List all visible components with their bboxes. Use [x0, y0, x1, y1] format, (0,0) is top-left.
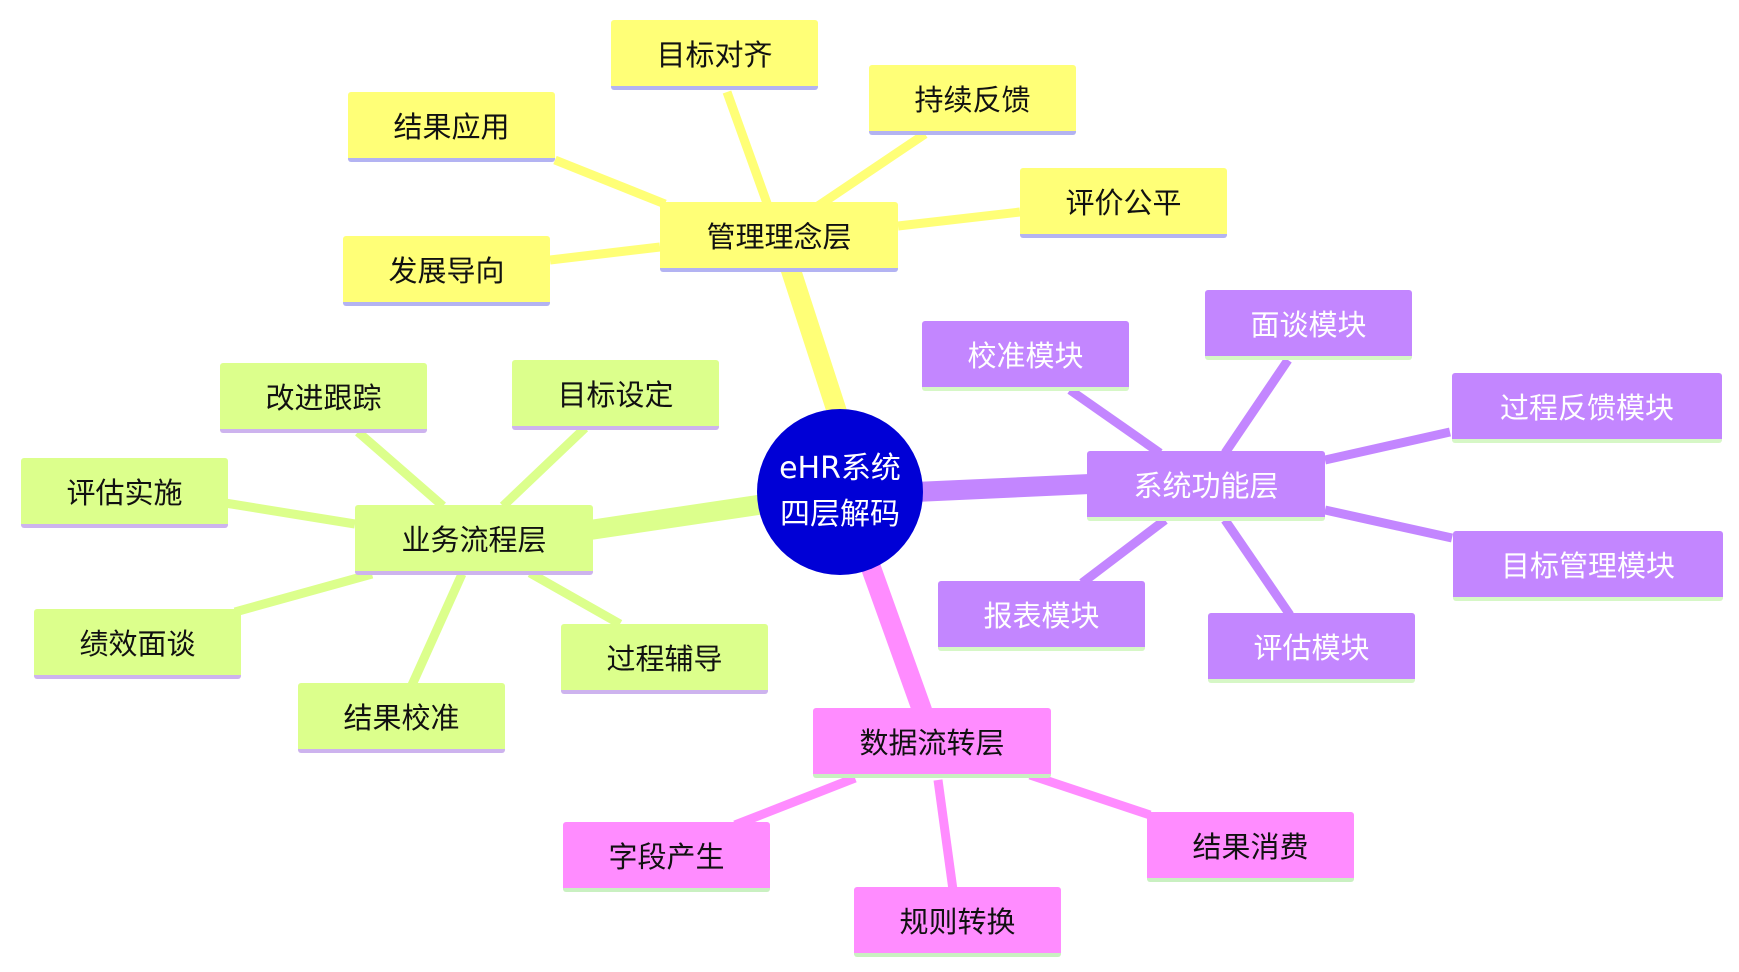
topic-process-coaching[interactable]: 过程辅导 [561, 624, 768, 694]
topic-report-module[interactable]: 报表模块 [938, 581, 1145, 651]
topic-process-feedback-module[interactable]: 过程反馈模块 [1452, 373, 1722, 443]
topic-rule-conversion[interactable]: 规则转换 [854, 887, 1061, 957]
central-topic[interactable]: eHR系统 四层解码 [757, 409, 923, 575]
link-process-feedback-module [1324, 427, 1451, 465]
topic-evaluation-implementation[interactable]: 评估实施 [21, 458, 228, 528]
trunk-system [905, 474, 1100, 502]
link-result-consumption [1028, 770, 1152, 820]
topic-improvement-tracking[interactable]: 改进跟踪 [220, 363, 427, 433]
topic-fair-evaluation[interactable]: 评价公平 [1020, 168, 1227, 238]
link-evaluation-implementation [224, 498, 356, 529]
link-performance-interview [233, 569, 374, 617]
link-process-coaching [527, 569, 623, 628]
topic-goal-management-module[interactable]: 目标管理模块 [1453, 531, 1723, 601]
trunk-management [776, 245, 848, 425]
topic-result-application[interactable]: 结果应用 [348, 92, 555, 162]
branch-system[interactable]: 系统功能层 [1087, 451, 1325, 521]
link-goal-alignment [722, 90, 773, 208]
link-result-calibration [407, 572, 467, 687]
link-continuous-feedback [815, 130, 928, 210]
topic-development-orientation[interactable]: 发展导向 [343, 236, 550, 306]
branch-management[interactable]: 管理理念层 [660, 202, 898, 272]
link-development-orientation [549, 242, 661, 265]
link-goal-setting [499, 424, 589, 510]
topic-result-calibration[interactable]: 结果校准 [298, 683, 505, 753]
central-topic-line2: 四层解码 [780, 497, 900, 532]
link-goal-management-module [1324, 505, 1453, 543]
topic-result-consumption[interactable]: 结果消费 [1147, 812, 1354, 882]
link-calibration-module [1067, 386, 1163, 457]
branch-business[interactable]: 业务流程层 [355, 505, 593, 575]
trunk-dataflow [860, 555, 932, 720]
topic-interview-module[interactable]: 面谈模块 [1205, 290, 1412, 360]
topic-goal-setting[interactable]: 目标设定 [512, 360, 719, 430]
topic-performance-interview[interactable]: 绩效面谈 [34, 609, 241, 679]
link-rule-conversion [933, 779, 958, 891]
topic-continuous-feedback[interactable]: 持续反馈 [869, 65, 1076, 135]
branch-dataflow[interactable]: 数据流转层 [813, 708, 1051, 778]
topic-field-generation[interactable]: 字段产生 [563, 822, 770, 892]
link-improvement-tracking [355, 428, 446, 510]
link-fair-evaluation [897, 207, 1021, 231]
topic-calibration-module[interactable]: 校准模块 [922, 321, 1129, 391]
trunk-business [580, 494, 775, 540]
topic-evaluation-module[interactable]: 评估模块 [1208, 613, 1415, 683]
link-evaluation-module [1221, 517, 1294, 618]
central-topic-line1: eHR系统 [779, 451, 901, 486]
link-field-generation [733, 773, 857, 830]
link-interview-module [1221, 357, 1292, 456]
link-report-module [1079, 516, 1168, 587]
topic-goal-alignment[interactable]: 目标对齐 [611, 20, 818, 90]
link-result-application [553, 155, 667, 209]
